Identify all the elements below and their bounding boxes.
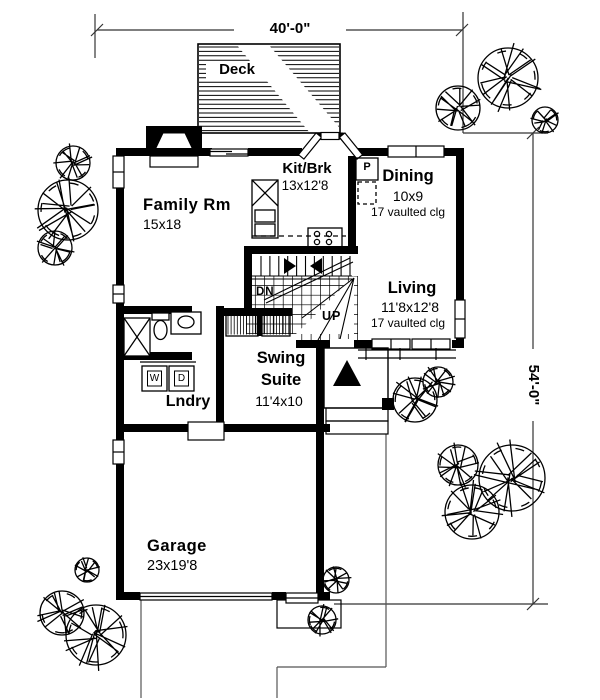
window-icon — [411, 338, 451, 350]
kitchen-fixtures — [251, 157, 379, 248]
tree-icon — [63, 604, 128, 671]
kitchen-breakfast-label: Kit/Brk — [282, 160, 332, 177]
porch-steps — [325, 407, 389, 435]
tree-icon — [477, 42, 542, 113]
swing-suite-label-2: Suite — [260, 371, 302, 389]
entry-triangle-icon — [333, 360, 361, 386]
bay-window-icon — [338, 132, 364, 160]
tree-icon — [74, 557, 101, 583]
living-ceiling-note: 17 vaulted clg — [370, 316, 446, 330]
porch-post-icon — [382, 398, 394, 410]
walkway-driveway-lines — [140, 434, 387, 698]
living-label: Living — [387, 279, 437, 297]
deck-area — [197, 43, 341, 134]
laundry-fixtures — [140, 361, 196, 392]
bay-window-icon — [320, 131, 340, 141]
height-dimension-label: 54'-0" — [525, 349, 542, 421]
window-icon — [112, 284, 125, 304]
washer-label: W — [149, 373, 160, 384]
closet-rod-icons — [225, 313, 291, 337]
entry-porch — [323, 347, 456, 435]
fireplace-icon — [146, 126, 202, 168]
deck-label: Deck — [206, 61, 268, 80]
stairs — [252, 256, 355, 349]
window-icon — [387, 145, 445, 158]
site-trees — [34, 42, 559, 671]
washer-icon — [141, 365, 168, 392]
sliding-door-icon — [209, 148, 249, 157]
laundry-label: Lndry — [165, 393, 211, 410]
tree-icon — [530, 106, 559, 134]
family-room-size: 15x18 — [143, 216, 182, 232]
windows-and-doors — [112, 131, 466, 604]
window-icon — [371, 338, 411, 350]
tree-icon — [37, 590, 85, 636]
stair-direction-arrow — [310, 258, 322, 274]
service-window-icon — [285, 592, 319, 604]
refrigerator-icon — [251, 179, 279, 207]
pantry-icon — [355, 157, 379, 205]
garage-label: Garage — [147, 537, 207, 555]
dining-size: 10x9 — [392, 188, 424, 204]
toilet-icon — [151, 312, 170, 341]
window-icon — [112, 439, 125, 465]
tree-icon — [422, 366, 456, 398]
tree-icon — [437, 442, 480, 488]
closet-icon — [123, 317, 151, 357]
dining-ceiling-note: 17 vaulted clg — [370, 205, 446, 219]
tree-icon — [320, 566, 352, 594]
stairs-down-label: DN — [256, 286, 275, 298]
dining-label: Dining — [382, 167, 434, 185]
front-door-opening — [330, 339, 354, 349]
window-icon — [112, 155, 125, 189]
garage-entry-step — [187, 421, 225, 441]
family-room-label: Family Rm — [143, 196, 231, 214]
swing-suite-size: 11'4x10 — [255, 393, 303, 409]
pantry-label: P — [363, 161, 371, 173]
window-icon — [454, 299, 466, 339]
deck-diagonal-highlight — [236, 44, 340, 133]
swing-suite-label-1: Swing — [256, 349, 306, 367]
tree-icon — [473, 439, 546, 517]
garage-door-icon — [139, 592, 273, 601]
deck-outline — [197, 43, 341, 134]
garage-size: 23x19'8 — [147, 558, 198, 574]
tree-icon — [441, 479, 504, 540]
tree-icon — [435, 85, 481, 131]
stove-icon — [307, 227, 343, 248]
hall-door-opening — [192, 305, 216, 315]
kitchen-counter-icon — [251, 179, 279, 239]
bath-fixtures — [123, 311, 202, 357]
tree-icon — [53, 143, 93, 181]
dryer-label: D — [177, 373, 186, 384]
tree-icon — [36, 230, 75, 266]
width-dimension-label: 40'-0" — [234, 20, 346, 38]
tree-icon — [307, 603, 339, 637]
bay-window-icon — [297, 132, 323, 160]
stair-winder-area — [296, 276, 354, 334]
sink-icon — [170, 311, 202, 335]
living-size: 11'8x12'8 — [380, 299, 440, 315]
stairs-up-label: UP — [322, 309, 342, 323]
stair-direction-arrow — [284, 258, 296, 274]
dryer-icon — [168, 365, 195, 392]
porch-roof-edge — [358, 348, 456, 360]
tree-icon — [392, 376, 439, 423]
kitchen-breakfast-size: 13x12'8 — [281, 178, 329, 193]
